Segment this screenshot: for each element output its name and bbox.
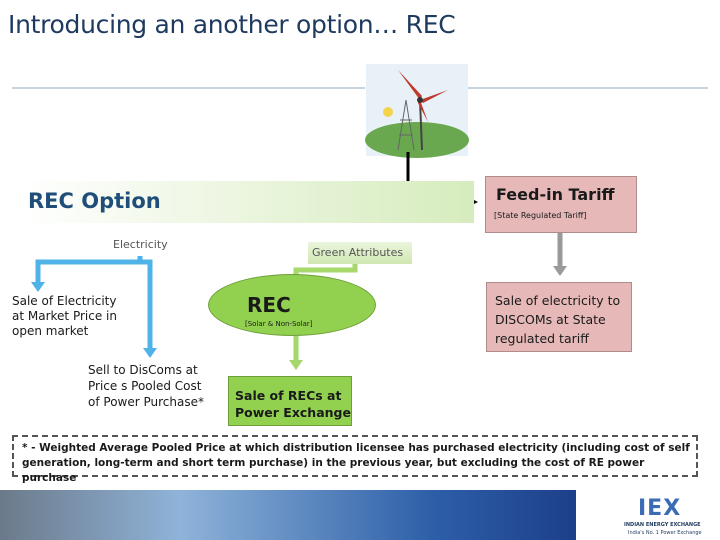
arrow-head-discoms bbox=[143, 348, 157, 358]
rec-ellipse: REC [Solar & Non-Solar] bbox=[208, 274, 376, 336]
rec-subtitle: [Solar & Non-Solar] bbox=[245, 320, 313, 328]
electricity-label: Electricity bbox=[113, 238, 168, 251]
iex-logo-name: INDIAN ENERGY EXCHANGE bbox=[624, 522, 701, 528]
arrow-head-discom-sale bbox=[553, 266, 567, 276]
footer-band bbox=[0, 490, 720, 540]
arrow-head-sale-recs bbox=[289, 360, 303, 370]
feed-in-tariff-box: Feed-in Tariff [State Regulated Tariff] bbox=[485, 176, 637, 233]
renewable-energy-illustration-icon bbox=[365, 64, 469, 158]
feed-in-tariff-subtitle: [State Regulated Tariff] bbox=[494, 211, 587, 220]
rec-option-box: REC Option bbox=[22, 181, 474, 223]
footnote-box: * - Weighted Average Pooled Price at whi… bbox=[12, 435, 698, 484]
sale-recs-box: Sale of RECs at Power Exchange bbox=[228, 376, 352, 426]
sale-market-label: Sale of Electricity at Market Price in o… bbox=[12, 294, 117, 338]
sale-market-box: Sale of Electricity at Market Price in o… bbox=[8, 288, 132, 348]
feed-in-tariff-title: Feed-in Tariff bbox=[496, 185, 615, 204]
sale-recs-label: Sale of RECs at Power Exchange bbox=[235, 388, 351, 420]
iex-logo-tagline: India's No. 1 Power Exchange bbox=[628, 530, 702, 536]
footnote-text: * - Weighted Average Pooled Price at whi… bbox=[22, 442, 690, 484]
green-attributes-label: Green Attributes bbox=[312, 246, 404, 259]
rec-title: REC bbox=[247, 293, 291, 317]
iex-logo: IEX INDIAN ENERGY EXCHANGE India's No. 1… bbox=[620, 496, 718, 538]
sale-discom-label: Sale of electricity to DISCOMs at State … bbox=[495, 293, 621, 346]
sell-discoms-label: Sell to DisComs at Price s Pooled Cost o… bbox=[88, 363, 204, 409]
arrow-head-market bbox=[31, 282, 45, 292]
rec-option-label: REC Option bbox=[28, 189, 161, 213]
electricity-flow-arrows bbox=[35, 256, 153, 350]
iex-logo-mark: IEX bbox=[638, 496, 682, 521]
green-attributes-box: Green Attributes bbox=[308, 242, 412, 264]
sale-discom-box: Sale of electricity to DISCOMs at State … bbox=[486, 282, 632, 352]
sell-discoms-box: Sell to DisComs at Price s Pooled Cost o… bbox=[82, 358, 212, 418]
page-title: Introducing an another option… REC bbox=[8, 10, 456, 39]
electricity-box: Electricity bbox=[105, 236, 175, 254]
